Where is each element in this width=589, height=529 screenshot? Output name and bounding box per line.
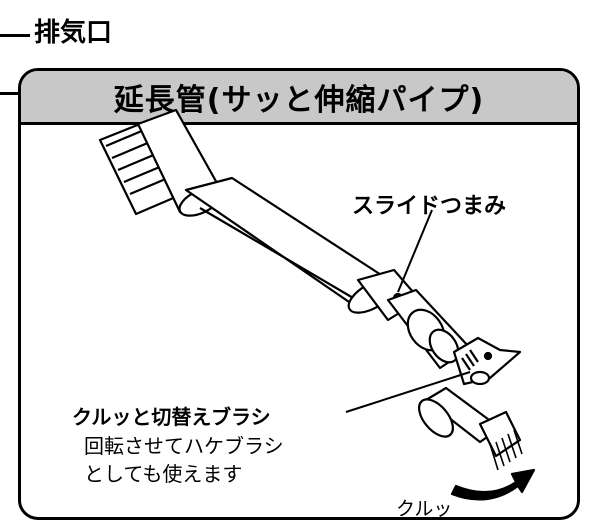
extension-pipe-panel: 延長管(サッと伸縮パイプ) <box>18 68 580 520</box>
rotated-brush <box>418 386 523 471</box>
inner-pipe <box>386 288 522 386</box>
rotate-label: クルッ <box>396 498 453 520</box>
brush-switch-label: クルッと切替えブラシ <box>72 405 271 429</box>
rotation-arrow <box>450 468 536 501</box>
slide-knob-label: スライドつまみ <box>352 194 507 219</box>
brush-leader <box>345 371 471 413</box>
exhaust-port-label: 排気口 <box>34 18 113 48</box>
panel-connector-line <box>0 92 20 95</box>
panel-header: 延長管(サッと伸縮パイプ) <box>21 71 577 125</box>
brush-description-line-2: としても使えます <box>84 462 243 486</box>
brush-description-line-1: 回転させてハケブラシ <box>84 434 284 458</box>
exhaust-leader-line <box>0 34 30 37</box>
outer-pipe <box>136 108 394 306</box>
slide-knob-leader <box>397 209 433 293</box>
